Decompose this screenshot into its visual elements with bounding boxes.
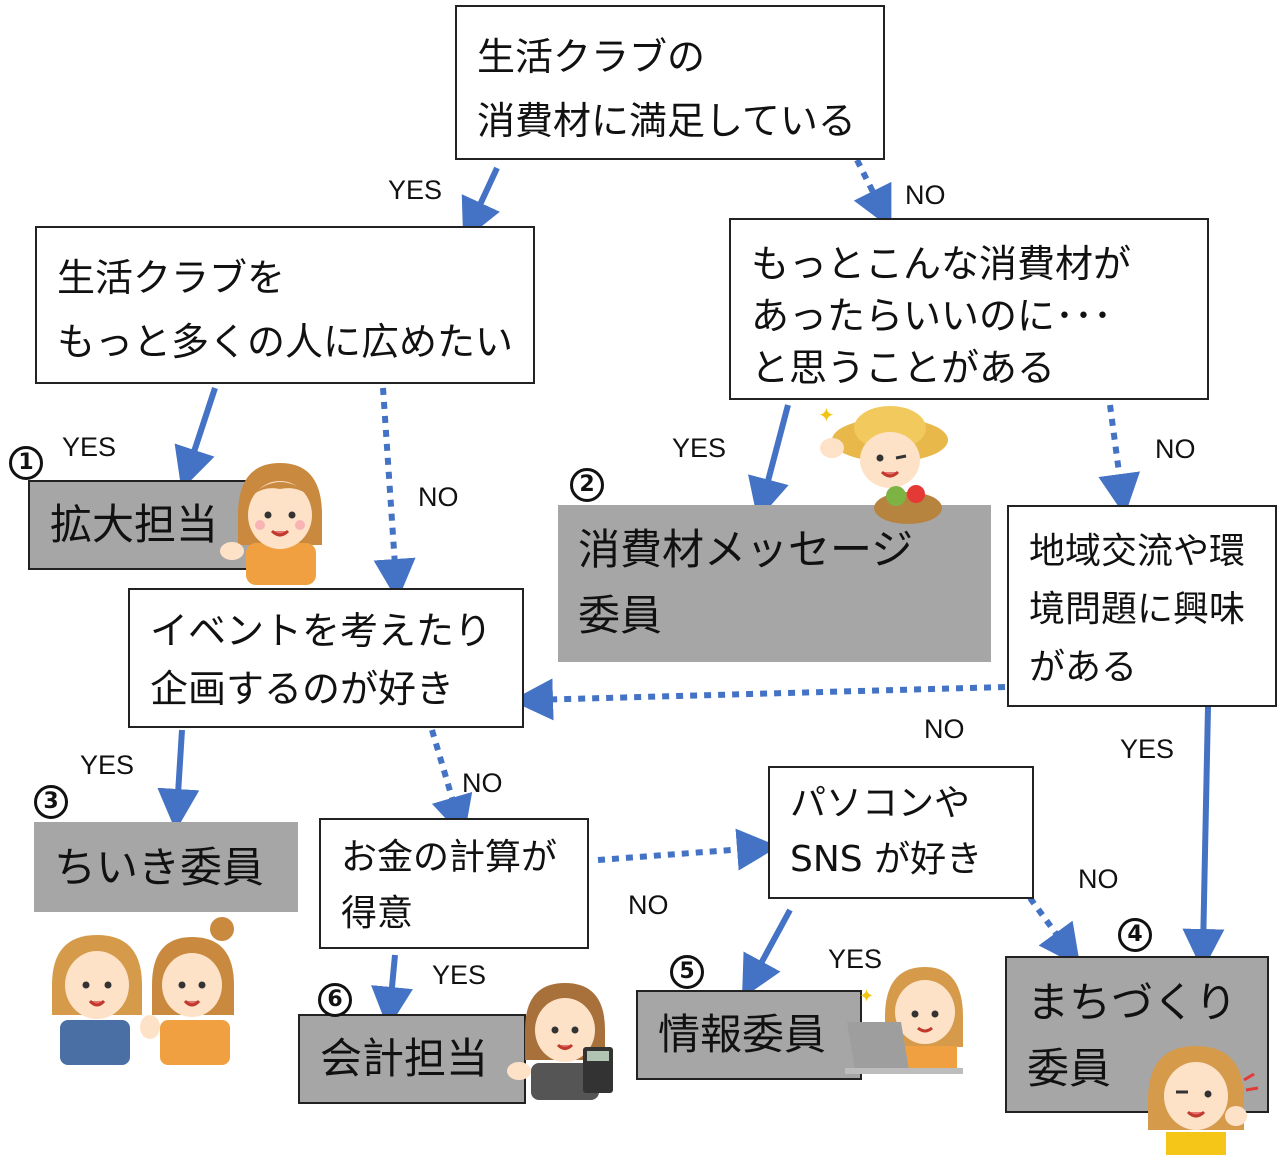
label-yes: YES [1120,734,1175,764]
question-satisfied-with-products: 生活クラブの 消費材に満足している [455,5,885,160]
question-line: 企画するのが好き [150,667,455,711]
number-badge-1: 1 [9,446,43,480]
role-information-committee: 情報委員 [636,990,862,1080]
label-yes: YES [62,432,117,462]
question-line: 生活クラブを [57,256,286,300]
role-label: 消費材メッセージ [578,525,914,574]
label-no: NO [905,180,946,210]
question-like-planning-events: イベントを考えたり 企画するのが好き [128,588,524,728]
question-good-at-money: お金の計算が 得意 [319,818,589,949]
arrow-q5-yes [1182,706,1225,971]
question-line: 地域交流や環 [1029,531,1246,572]
question-line: パソコンや [790,783,971,824]
question-want-new-products: もっとこんな消費材が あったらいいのに･･･ と思うことがある [729,218,1209,400]
arrow-q7-no [1027,896,1081,967]
svg-text:✦: ✦ [818,403,835,427]
question-line: と思うことがある [751,346,1056,390]
question-line: 消費材に満足している [477,99,856,143]
role-label: 委員 [1027,1044,1112,1093]
role-label: まちづくり [1027,978,1238,1027]
question-line: がある [1029,647,1138,688]
role-label: 会計担当 [320,1034,489,1083]
role-label: ちいき委員 [54,843,265,892]
woman-pointing-illustration [220,463,322,585]
number-badge-5: 5 [670,955,704,989]
role-accounting: 会計担当 [298,1014,526,1104]
arrow-q4-yes [157,729,200,831]
woman-with-laptop-illustration: ✦ [845,967,963,1074]
role-label: 情報委員 [658,1010,827,1059]
question-line: イベントを考えたり [150,609,493,653]
number-badge-4: 4 [1118,918,1152,952]
label-yes: YES [828,944,883,974]
label-yes: YES [80,750,135,780]
question-line: もっと多くの人に広めたい [57,320,514,364]
label-yes: YES [432,960,487,990]
two-women-waving-illustration [52,917,234,1065]
role-label: 委員 [578,591,663,640]
arrow-q3-yes [748,404,791,521]
label-no: NO [1078,864,1119,894]
svg-text:✦: ✦ [859,986,874,1007]
arrow-q5-no [511,678,1006,721]
number-badge-2: 2 [570,468,604,502]
role-community-committee: ちいき委員 [34,822,298,912]
arrow-q6-no [597,828,779,871]
question-line: SNS が好き [790,839,983,880]
label-yes: YES [388,175,443,205]
label-no: NO [628,890,669,920]
role-label: 拡大担当 [50,500,219,549]
farmer-girl-illustration: ✦ [818,403,948,524]
label-no: NO [1155,434,1196,464]
arrow-q3-no [1098,404,1141,516]
arrow-q2-no [373,387,416,601]
question-line: もっとこんな消費材が [751,242,1132,286]
arrow-q1-yes [461,166,500,242]
number-badge-6: 6 [318,983,352,1017]
question-line: あったらいいのに･･･ [751,294,1113,338]
role-product-message-committee: 消費材メッセージ 委員 [558,505,991,662]
arrow-q4-no [429,729,473,839]
woman-winking-illustration [1148,1046,1259,1155]
accountant-woman-illustration [507,983,613,1100]
label-no: NO [418,482,459,512]
arrow-q6-yes [371,954,413,1029]
arrow-q2-yes [174,387,218,490]
arrow-q7-yes [741,908,793,999]
question-like-pc-sns: パソコンや SNS が好き [768,766,1034,899]
label-no: NO [924,714,965,744]
label-yes: YES [672,433,727,463]
question-spread-seikatsu-club: 生活クラブを もっと多くの人に広めたい [35,226,535,384]
question-line: 得意 [341,893,414,934]
question-line: お金の計算が [341,837,558,878]
question-line: 境問題に興味 [1029,589,1246,630]
question-line: 生活クラブの [477,35,706,79]
number-badge-3: 3 [34,785,68,819]
label-no: NO [462,768,503,798]
arrow-q1-no [853,158,892,229]
role-town-development-committee: まちづくり 委員 [1005,956,1269,1113]
question-interested-community-environment: 地域交流や環 境問題に興味 がある [1007,505,1277,707]
